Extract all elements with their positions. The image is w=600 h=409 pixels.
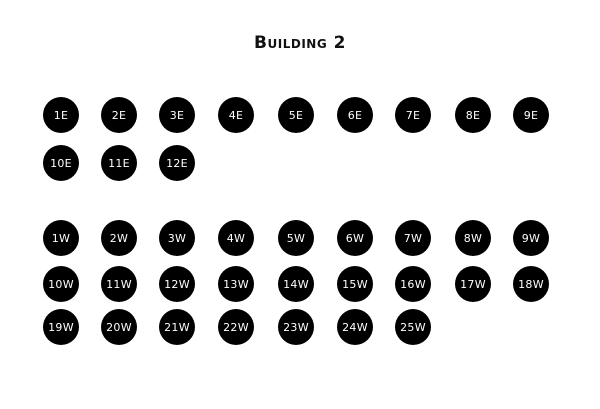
unit-12w-button[interactable]: 12W xyxy=(159,266,195,302)
unit-23w-button[interactable]: 23W xyxy=(278,309,314,345)
page-title: Building 2 xyxy=(254,33,346,53)
unit-13w-button[interactable]: 13W xyxy=(218,266,254,302)
unit-10e-button[interactable]: 10E xyxy=(43,145,79,181)
unit-8e-button[interactable]: 8E xyxy=(455,97,491,133)
unit-16w-button[interactable]: 16W xyxy=(395,266,431,302)
unit-10w-button[interactable]: 10W xyxy=(43,266,79,302)
unit-4w-button[interactable]: 4W xyxy=(218,220,254,256)
unit-4e-button[interactable]: 4E xyxy=(218,97,254,133)
unit-24w-button[interactable]: 24W xyxy=(337,309,373,345)
unit-20w-button[interactable]: 20W xyxy=(101,309,137,345)
unit-19w-button[interactable]: 19W xyxy=(43,309,79,345)
unit-22w-button[interactable]: 22W xyxy=(218,309,254,345)
unit-2w-button[interactable]: 2W xyxy=(101,220,137,256)
unit-9e-button[interactable]: 9E xyxy=(513,97,549,133)
unit-12e-button[interactable]: 12E xyxy=(159,145,195,181)
unit-11w-button[interactable]: 11W xyxy=(101,266,137,302)
unit-17w-button[interactable]: 17W xyxy=(455,266,491,302)
unit-6w-button[interactable]: 6W xyxy=(337,220,373,256)
unit-25w-button[interactable]: 25W xyxy=(395,309,431,345)
unit-2e-button[interactable]: 2E xyxy=(101,97,137,133)
unit-11e-button[interactable]: 11E xyxy=(101,145,137,181)
unit-7w-button[interactable]: 7W xyxy=(395,220,431,256)
unit-1e-button[interactable]: 1E xyxy=(43,97,79,133)
unit-15w-button[interactable]: 15W xyxy=(337,266,373,302)
unit-3w-button[interactable]: 3W xyxy=(159,220,195,256)
unit-14w-button[interactable]: 14W xyxy=(278,266,314,302)
unit-9w-button[interactable]: 9W xyxy=(513,220,549,256)
unit-1w-button[interactable]: 1W xyxy=(43,220,79,256)
unit-6e-button[interactable]: 6E xyxy=(337,97,373,133)
unit-5w-button[interactable]: 5W xyxy=(278,220,314,256)
unit-18w-button[interactable]: 18W xyxy=(513,266,549,302)
unit-21w-button[interactable]: 21W xyxy=(159,309,195,345)
unit-5e-button[interactable]: 5E xyxy=(278,97,314,133)
unit-7e-button[interactable]: 7E xyxy=(395,97,431,133)
unit-8w-button[interactable]: 8W xyxy=(455,220,491,256)
unit-3e-button[interactable]: 3E xyxy=(159,97,195,133)
